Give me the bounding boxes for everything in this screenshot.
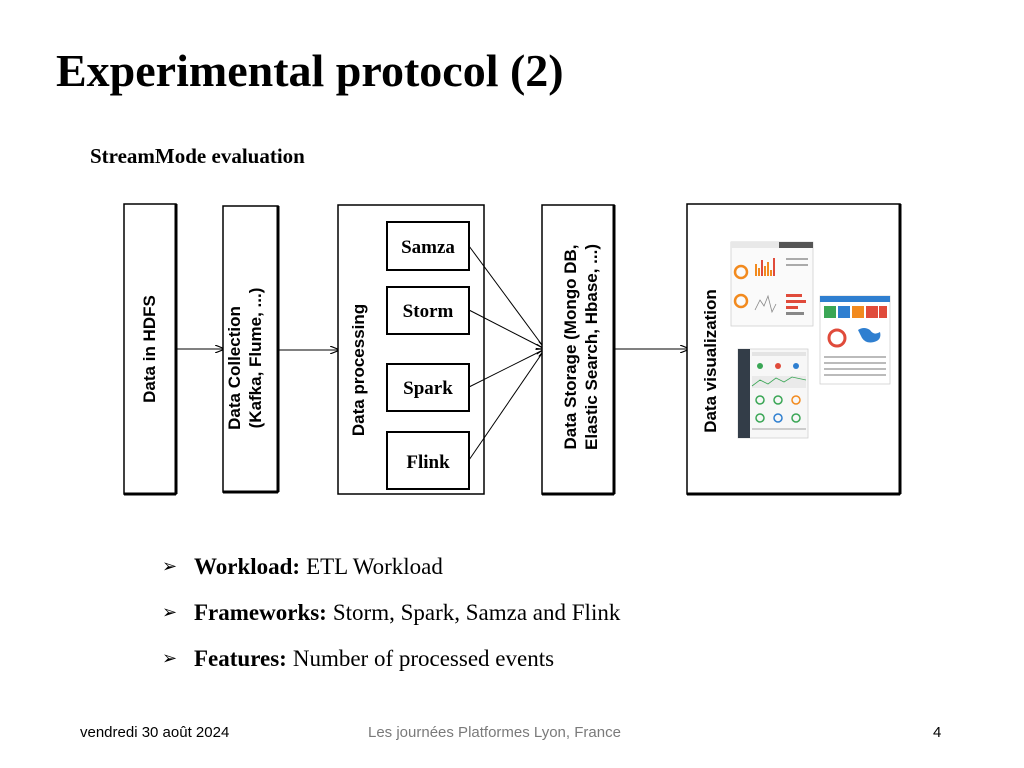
bullet-arrow-icon: ➢ [162,602,178,623]
framework-spark-label: Spark [403,378,453,399]
arrow-spark-to-storage [468,349,545,388]
arrow-samza-to-storage [468,245,545,349]
stage-storage-label-line1: Data Storage (Mongo DB, [561,245,580,450]
stage-processing-box: Data processing Samza Storm Spark Flink [337,204,485,495]
stage-storage-box: Data Storage (Mongo DB, Elastic Search, … [541,204,616,496]
stage-processing-label: Data processing [349,304,368,436]
bullet-arrow-icon: ➢ [162,648,178,669]
arrow-flink-to-storage [468,349,545,461]
bullet-text: ETL Workload [306,554,443,579]
framework-samza-label: Samza [401,237,455,258]
stage-hdfs-box: Data in HDFS [123,203,178,496]
bullet-label: Frameworks: [194,600,327,625]
slide-title: Experimental protocol (2) [56,45,564,96]
stage-hdfs-label: Data in HDFS [140,295,159,403]
stage-collection-box: Data Collection (Kafka, Flume, ...) [222,205,280,494]
stage-visualization-label: Data visualization [701,289,720,433]
section-heading: StreamMode evaluation [90,144,305,168]
dashboard-thumbnail-2 [819,295,891,385]
arrow-storm-to-storage [468,309,545,349]
bullet-workload: ➢ Workload: ETL Workload [162,550,620,596]
bullet-arrow-icon: ➢ [162,556,178,577]
bullet-features: ➢ Features: Number of processed events [162,642,620,688]
framework-samza-box: Samza [386,221,470,271]
dashboard-thumbnail-3 [737,348,809,439]
footer-center-text: Les journées Platformes Lyon, France [368,724,621,741]
dashboard-thumbnail-1 [730,241,814,327]
page-number: 4 [933,724,942,741]
bullet-text: Number of processed events [292,646,555,671]
bullet-text: Storm, Spark, Samza and Flink [332,600,621,625]
stage-visualization-box: Data visualization [686,203,902,496]
bullet-label: Workload: [194,554,301,579]
stage-collection-label-line2: (Kafka, Flume, ...) [246,288,265,429]
bullet-label: Features: [194,646,287,671]
stage-storage-label-line2: Elastic Search, Hbase, ...) [582,244,601,450]
framework-storm-box: Storm [386,286,470,335]
footer-date: vendredi 30 août 2024 [80,724,230,741]
bullet-frameworks: ➢ Frameworks: Storm, Spark, Samza and Fl… [162,596,620,642]
stage-collection-label-line1: Data Collection [225,306,244,430]
framework-flink-box: Flink [386,431,470,490]
bullet-list: ➢ Workload: ETL Workload ➢ Frameworks: S… [162,550,620,688]
framework-flink-label: Flink [406,452,450,473]
framework-storm-label: Storm [403,301,454,322]
framework-spark-box: Spark [386,363,470,412]
